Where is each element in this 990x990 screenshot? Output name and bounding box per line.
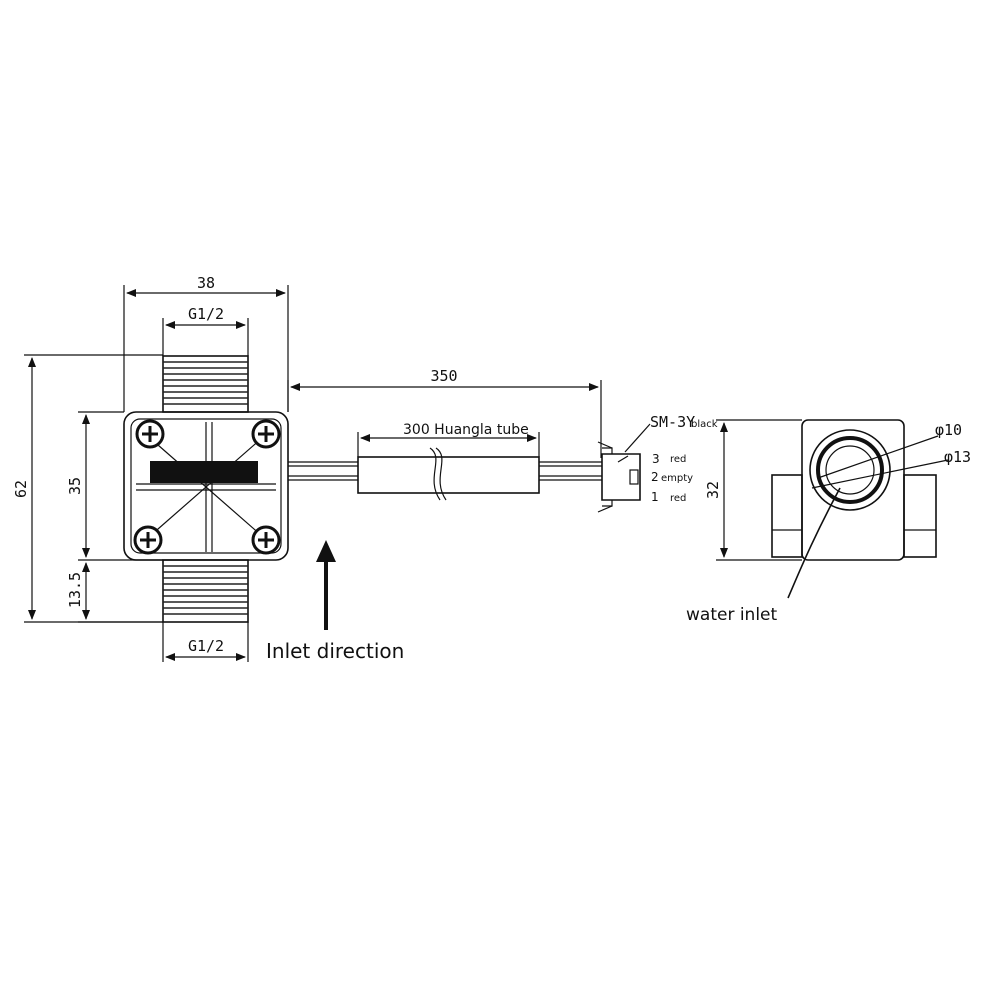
- inner-diameter-text: φ10: [935, 421, 962, 439]
- outer-diameter-text: φ13: [944, 448, 971, 466]
- dimension-thread-bottom: G1/2: [162, 622, 249, 662]
- dimension-side-height: 32: [704, 419, 802, 561]
- pin-1: 1 red: [651, 490, 686, 504]
- water-inlet-label: water inlet: [686, 605, 778, 625]
- sensor-front-view: [123, 355, 289, 623]
- cable-assembly: [288, 447, 602, 501]
- connector-color-text: black: [691, 419, 718, 430]
- inner-bore: [825, 445, 875, 495]
- inlet-direction-label: Inlet direction: [266, 639, 404, 663]
- thread-length-text: 13.5: [66, 572, 84, 608]
- sensor-body: [123, 411, 289, 561]
- thread-top-text: G1/2: [188, 305, 224, 323]
- screw-icon: [251, 525, 281, 555]
- bottom-thread: [162, 559, 249, 623]
- svg-text:2: 2: [651, 470, 659, 484]
- top-thread: [162, 355, 249, 413]
- screw-icon: [251, 419, 281, 449]
- dimension-height-total: 62: [12, 354, 163, 623]
- side-body: [801, 419, 905, 561]
- width-dimension-text: 38: [197, 274, 215, 292]
- huangla-tube: [357, 456, 540, 494]
- cable-total-text: 350: [430, 367, 457, 385]
- dimension-tube-length: 300 Huangla tube: [357, 422, 540, 457]
- height-total-text: 62: [12, 480, 30, 498]
- connector-model-text: SM-3Y: [650, 413, 695, 431]
- dimension-thread-length: 13.5: [66, 562, 163, 623]
- pin-2: 2 empty: [651, 470, 693, 484]
- dimension-cable-total: 350: [287, 367, 602, 458]
- svg-text:3: 3: [652, 452, 660, 466]
- body-label-bar: [150, 461, 258, 483]
- inlet-direction-arrow: Inlet direction: [266, 540, 404, 663]
- body-ribs: [136, 422, 276, 552]
- dimension-width: 38: [123, 274, 289, 412]
- svg-text:empty: empty: [661, 473, 693, 484]
- thread-bottom-text: G1/2: [188, 637, 224, 655]
- side-height-text: 32: [704, 481, 722, 499]
- sensor-side-view: φ10 φ13 water inlet: [686, 419, 971, 625]
- svg-text:red: red: [670, 454, 686, 465]
- tube-length-text: 300 Huangla tube: [403, 422, 529, 438]
- outer-bore: [809, 429, 891, 511]
- svg-text:red: red: [670, 493, 686, 504]
- pin-3: 3 red: [652, 452, 686, 466]
- body-height-text: 35: [66, 477, 84, 495]
- screw-icon: [135, 419, 165, 449]
- dimension-body-height: 35: [66, 411, 163, 561]
- screw-icon: [133, 525, 163, 555]
- dimension-thread-top: G1/2: [162, 305, 249, 356]
- svg-text:1: 1: [651, 490, 659, 504]
- connector: SM-3Y black 3 red 2 empty 1 red: [597, 413, 718, 513]
